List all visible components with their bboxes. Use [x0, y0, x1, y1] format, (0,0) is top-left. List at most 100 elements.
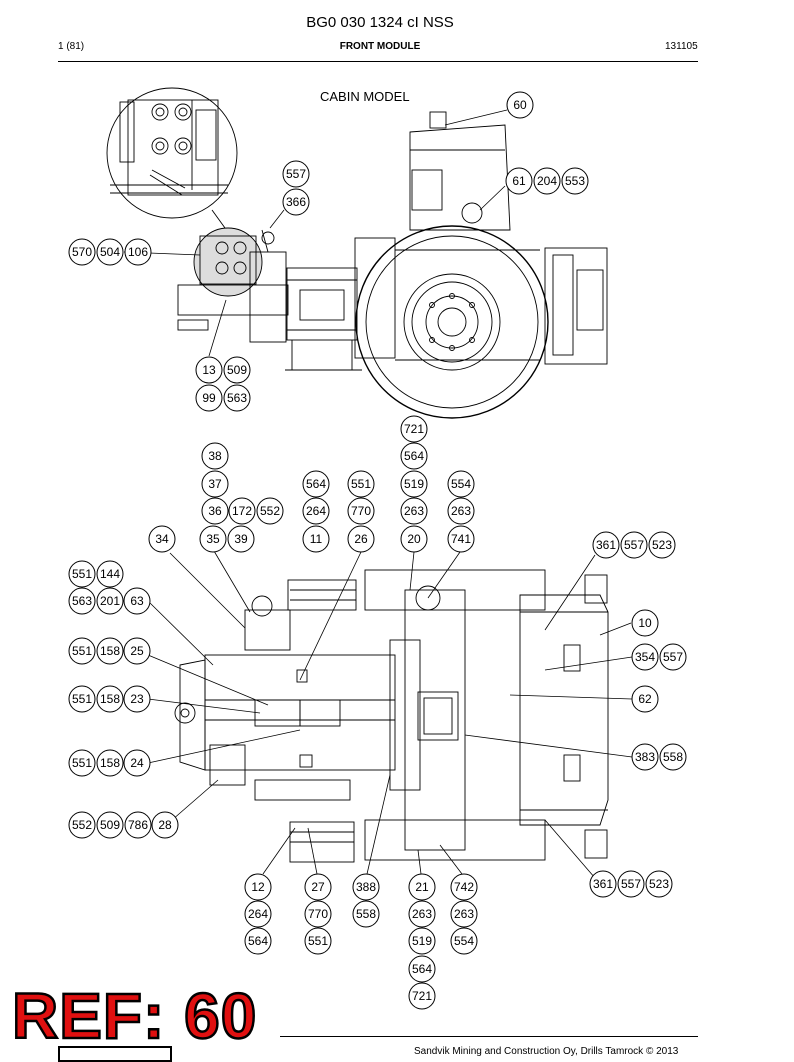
callout-39: 144	[96, 560, 124, 588]
svg-text:263: 263	[451, 504, 471, 518]
callout-20: 35	[199, 525, 227, 553]
callout-44: 551	[68, 637, 96, 665]
svg-text:24: 24	[130, 756, 144, 770]
callout-50: 158	[96, 685, 124, 713]
callout-14: 564	[400, 442, 428, 470]
svg-text:554: 554	[454, 934, 474, 948]
document-title: BG0 030 1324 cI NSS	[306, 14, 454, 31]
svg-text:38: 38	[208, 449, 222, 463]
svg-text:564: 564	[404, 449, 424, 463]
callout-77: 554	[450, 927, 478, 955]
callout-21: 39	[227, 525, 255, 553]
callout-80: 523	[645, 870, 673, 898]
svg-text:523: 523	[652, 538, 672, 552]
svg-text:158: 158	[100, 692, 120, 706]
callout-40: 563	[68, 587, 96, 615]
callout-37: 523	[648, 531, 676, 559]
svg-text:558: 558	[663, 750, 683, 764]
svg-text:558: 558	[356, 907, 376, 921]
callout-27: 770	[347, 497, 375, 525]
svg-text:564: 564	[248, 934, 268, 948]
callout-79: 557	[617, 870, 645, 898]
callout-25: 11	[302, 525, 330, 553]
svg-text:263: 263	[404, 504, 424, 518]
svg-text:570: 570	[72, 245, 92, 259]
svg-text:551: 551	[308, 934, 328, 948]
callout-55: 24	[123, 749, 151, 777]
svg-text:553: 553	[565, 174, 585, 188]
callout-23: 564	[302, 470, 330, 498]
callout-8: 106	[124, 238, 152, 266]
svg-text:158: 158	[100, 644, 120, 658]
svg-text:34: 34	[155, 532, 169, 546]
callout-5: 553	[561, 167, 589, 195]
svg-text:60: 60	[513, 98, 527, 112]
callout-53: 551	[68, 749, 96, 777]
callout-57: 558	[659, 743, 687, 771]
callout-54: 158	[96, 749, 124, 777]
callout-46: 25	[123, 637, 151, 665]
footer-copyright: Sandvik Mining and Construction Oy, Dril…	[414, 1046, 679, 1057]
reference-stamp: REF: 60	[11, 980, 258, 1052]
callout-12: 563	[223, 384, 251, 412]
callout-45: 158	[96, 637, 124, 665]
svg-text:551: 551	[72, 567, 92, 581]
svg-text:99: 99	[202, 391, 216, 405]
svg-text:741: 741	[451, 532, 471, 546]
svg-text:144: 144	[100, 567, 120, 581]
svg-text:37: 37	[208, 477, 222, 491]
callout-52: 62	[631, 685, 659, 713]
callout-4: 204	[533, 167, 561, 195]
callout-43: 10	[631, 609, 659, 637]
callout-26: 551	[347, 470, 375, 498]
svg-text:519: 519	[412, 934, 432, 948]
callout-78: 361	[589, 870, 617, 898]
callout-0: 60	[506, 91, 534, 119]
callout-68: 388	[352, 873, 380, 901]
svg-text:504: 504	[100, 245, 120, 259]
svg-text:21: 21	[415, 880, 429, 894]
svg-text:388: 388	[356, 880, 376, 894]
callout-2: 366	[282, 188, 310, 216]
callout-18: 172	[228, 497, 256, 525]
svg-text:721: 721	[412, 989, 432, 1003]
svg-text:25: 25	[130, 644, 144, 658]
svg-text:11: 11	[310, 532, 323, 546]
svg-text:551: 551	[351, 477, 371, 491]
callout-38: 551	[68, 560, 96, 588]
svg-text:158: 158	[100, 756, 120, 770]
callout-73: 564	[408, 955, 436, 983]
callout-70: 21	[408, 873, 436, 901]
callout-16: 37	[201, 470, 229, 498]
svg-text:563: 563	[72, 594, 92, 608]
svg-text:552: 552	[260, 504, 280, 518]
callout-48: 557	[659, 643, 687, 671]
svg-text:770: 770	[308, 907, 328, 921]
svg-text:786: 786	[128, 818, 148, 832]
svg-text:551: 551	[72, 756, 92, 770]
callout-32: 554	[447, 470, 475, 498]
callout-61: 28	[151, 811, 179, 839]
svg-text:523: 523	[649, 877, 669, 891]
svg-text:263: 263	[454, 907, 474, 921]
side-view-drawing	[106, 87, 608, 419]
svg-text:106: 106	[128, 245, 148, 259]
svg-text:172: 172	[232, 504, 252, 518]
svg-text:557: 557	[663, 650, 683, 664]
svg-text:557: 557	[621, 877, 641, 891]
top-view-drawing	[174, 569, 609, 863]
callout-29: 519	[400, 470, 428, 498]
svg-text:557: 557	[286, 167, 306, 181]
svg-text:26: 26	[354, 532, 368, 546]
svg-text:557: 557	[624, 538, 644, 552]
svg-text:721: 721	[404, 422, 424, 436]
callout-10: 509	[223, 356, 251, 384]
callout-41: 201	[96, 587, 124, 615]
leader-lines	[123, 109, 633, 879]
callout-51: 23	[123, 685, 151, 713]
svg-text:551: 551	[72, 692, 92, 706]
svg-text:27: 27	[311, 880, 325, 894]
callout-9: 13	[195, 356, 223, 384]
callout-34: 741	[447, 525, 475, 553]
